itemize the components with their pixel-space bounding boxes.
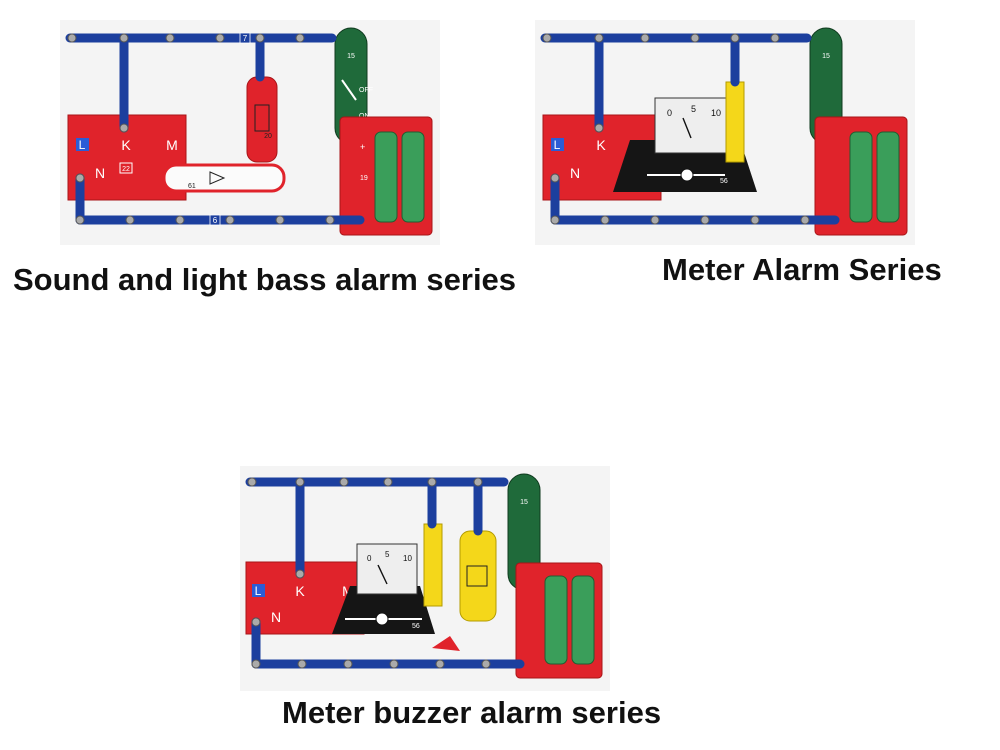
battery-cell-2 xyxy=(401,131,425,223)
snap-posts xyxy=(247,477,491,669)
module-number-box xyxy=(119,162,133,174)
led-number: 61 xyxy=(188,183,196,190)
terminal-L xyxy=(551,138,564,151)
snap-posts xyxy=(542,33,810,225)
label-L: L xyxy=(554,138,561,152)
switch-icon xyxy=(341,79,357,101)
terminal-L xyxy=(252,584,265,597)
meter-base xyxy=(332,586,435,634)
led-icon xyxy=(209,171,226,185)
switch-number: 15 xyxy=(347,53,355,60)
wire-7-label: 7 xyxy=(243,34,248,43)
snap-posts xyxy=(67,33,335,225)
meter-needle xyxy=(377,564,388,585)
buzzer-icon xyxy=(466,565,488,587)
meter-scale-0: 0 xyxy=(367,554,372,563)
label-L: L xyxy=(255,584,262,598)
buzzer-part xyxy=(459,530,497,622)
switch-off-label: OFF xyxy=(359,87,373,94)
circuit-diagram-2: L K M N 0 5 10 56 15 xyxy=(535,20,915,245)
meter-face xyxy=(356,543,418,595)
caption-meter-alarm: Meter Alarm Series xyxy=(662,252,942,287)
battery-plus: + xyxy=(360,142,365,152)
circuit-sound-light: L K M N 22 20 61 15 OFF ON + 19 7 6 xyxy=(60,20,440,245)
battery-cell-1 xyxy=(374,131,398,223)
module-number: 22 xyxy=(122,166,130,173)
meter-scale-5: 5 xyxy=(385,550,390,559)
meter-scale-5: 5 xyxy=(691,104,696,114)
meter-face xyxy=(654,97,728,154)
meter-number: 56 xyxy=(412,623,420,630)
meter-icon xyxy=(375,612,389,626)
battery-cell-1 xyxy=(544,575,568,665)
label-K: K xyxy=(121,137,131,153)
switch-number: 15 xyxy=(822,53,830,60)
wire-6-label: 6 xyxy=(213,216,218,225)
caption-meter-buzzer: Meter buzzer alarm series xyxy=(282,695,662,730)
circuit-diagram-1: L K M N 22 20 61 15 OFF ON + 19 7 6 xyxy=(60,20,440,245)
wire-labels: 7 6 xyxy=(209,32,251,226)
label-K: K xyxy=(295,583,305,599)
circuit-meter-buzzer: L K M N 0 5 10 56 15 xyxy=(240,466,610,691)
label-N: N xyxy=(95,165,105,181)
speaker-part xyxy=(246,76,278,163)
meter-icon xyxy=(680,168,694,182)
meter-number: 56 xyxy=(720,178,728,185)
label-L: L xyxy=(79,138,86,152)
meter-scale-10: 10 xyxy=(403,554,412,563)
meter-scale-10: 10 xyxy=(711,108,721,118)
meter-needle xyxy=(682,117,692,139)
terminal-L xyxy=(76,138,89,151)
speaker-icon xyxy=(254,104,270,132)
circuit-diagram-3: L K M N 0 5 10 56 15 xyxy=(240,466,610,691)
battery-cell-2 xyxy=(571,575,595,665)
caption-sound-light: Sound and light bass alarm series xyxy=(13,262,517,297)
label-N: N xyxy=(271,609,281,625)
label-M: M xyxy=(166,137,178,153)
switch-number: 15 xyxy=(520,499,528,506)
label-M: M xyxy=(342,583,354,599)
battery-cell-2 xyxy=(876,131,900,223)
speaker-number: 20 xyxy=(264,133,272,140)
label-N: N xyxy=(570,165,580,181)
resistor-part xyxy=(725,81,745,163)
diode-part xyxy=(432,636,460,651)
label-K: K xyxy=(596,137,606,153)
meter-scale-0: 0 xyxy=(667,108,672,118)
battery-number: 19 xyxy=(360,175,368,182)
resistor-part xyxy=(423,523,443,607)
circuit-meter-alarm: L K M N 0 5 10 56 15 xyxy=(535,20,915,245)
battery-cell-1 xyxy=(849,131,873,223)
